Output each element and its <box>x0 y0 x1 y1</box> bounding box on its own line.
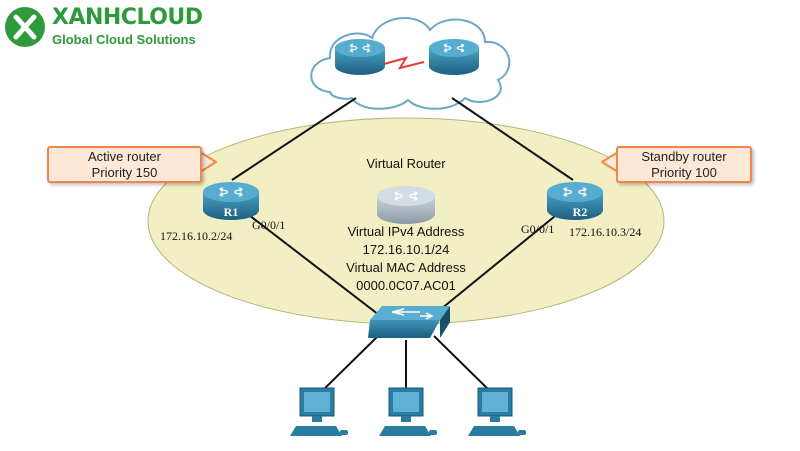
virtual-router-title: Virtual Router <box>366 156 446 171</box>
virtual-ipv4-label: Virtual IPv4 Address <box>348 224 465 239</box>
virtual-ipv4-value: 172.16.10.1/24 <box>363 242 450 257</box>
pc-1-icon[interactable] <box>290 387 348 436</box>
network-links <box>231 97 574 396</box>
standby-router-label: Standby router <box>641 149 727 164</box>
pc-2-icon[interactable] <box>379 387 437 436</box>
brand-tagline: Global Cloud Solutions <box>52 32 196 47</box>
virtual-mac-label: Virtual MAC Address <box>346 260 466 275</box>
link-r2-switch <box>429 211 561 319</box>
callout-active-router: Active router Priority 150 <box>47 146 202 183</box>
r2-interface: G0/0/1 <box>521 222 554 236</box>
link-r1-cloud <box>231 97 357 181</box>
router-r2-icon[interactable]: R2 <box>547 182 603 220</box>
wan-serial-link <box>383 56 425 70</box>
link-r1-switch <box>244 211 384 319</box>
virtual-mac-value: 0000.0C07.AC01 <box>356 278 456 293</box>
isp-router-left-icon <box>335 39 385 75</box>
isp-router-right-icon <box>429 39 479 75</box>
link-switch-pc3 <box>433 335 495 396</box>
callout-standby-router: Standby router Priority 100 <box>616 146 752 183</box>
brand-logo: XANHCLOUD Global Cloud Solutions <box>4 2 214 50</box>
r1-interface: G0/0/1 <box>252 218 285 232</box>
brand-name: XANHCLOUD <box>52 5 203 30</box>
link-r2-cloud <box>451 97 574 181</box>
pc-3-icon[interactable] <box>468 387 526 436</box>
router-r1-icon[interactable]: R1 <box>203 182 259 220</box>
router-r1-label: R1 <box>224 205 239 219</box>
router-r2-label: R2 <box>573 205 588 219</box>
r2-ip-address: 172.16.10.3/24 <box>569 225 641 239</box>
link-switch-pc1 <box>317 335 379 396</box>
active-router-label: Active router <box>88 149 161 164</box>
logo-mark-icon <box>5 7 45 47</box>
standby-router-priority: Priority 100 <box>651 165 717 180</box>
lan-switch-icon[interactable] <box>368 306 450 338</box>
virtual-router-icon <box>377 186 435 224</box>
r1-ip-address: 172.16.10.2/24 <box>160 229 232 243</box>
active-router-priority: Priority 150 <box>91 165 158 180</box>
